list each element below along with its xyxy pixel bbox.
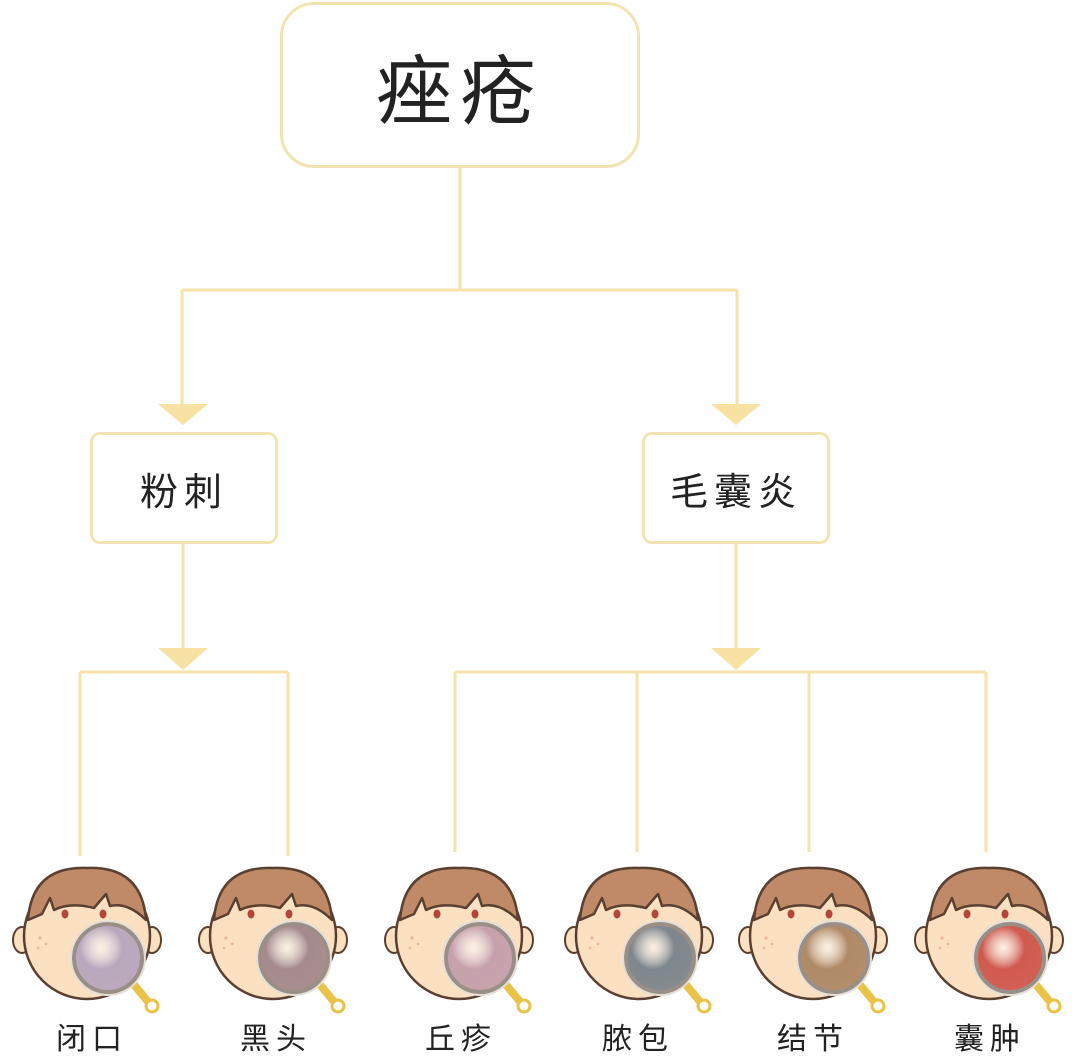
left-eye: [61, 909, 69, 919]
leaf-label-cyst: 囊肿: [954, 1022, 1026, 1057]
right-eye: [825, 909, 833, 919]
left-eye: [787, 909, 795, 919]
magnifier-lens: [444, 922, 516, 994]
magnifier-lens: [974, 922, 1046, 994]
magnifier-lens: [798, 922, 870, 994]
lens-handle-end: [870, 998, 886, 1014]
face-illustration: [198, 866, 348, 1014]
right-eye: [285, 909, 293, 919]
hair: [212, 866, 334, 922]
lens-rim: [256, 920, 332, 996]
left-eye: [433, 909, 441, 919]
right-eye: [651, 909, 659, 919]
lens-rim: [972, 920, 1048, 996]
hair: [578, 866, 700, 922]
lens-rim: [796, 920, 872, 996]
hair: [752, 866, 874, 922]
hair: [928, 866, 1050, 922]
branch-node-comedones: 粉刺: [90, 432, 278, 544]
face-illustration: [564, 866, 714, 1014]
root-label: 痤疮: [376, 47, 544, 136]
face-illustration: [384, 866, 534, 1014]
right-eye: [1001, 909, 1009, 919]
hair: [398, 866, 520, 922]
magnifier-lens: [624, 922, 696, 994]
branch-label: 粉刺: [139, 469, 228, 514]
arrowhead-branch-1-leaves: [158, 648, 208, 670]
left-eye: [613, 909, 621, 919]
leaf-label-nodule: 结节: [777, 1022, 849, 1057]
left-eye: [963, 909, 971, 919]
leaf-label-blackhead: 黑头: [240, 1022, 312, 1057]
leaf-label-pustule: 脓包: [602, 1022, 674, 1057]
magnifier-lens: [258, 922, 330, 994]
branch-node-folliculitis: 毛囊炎: [642, 432, 830, 544]
branch-label: 毛囊炎: [669, 469, 802, 514]
leaf-label-closed-comedo: 闭口: [56, 1022, 128, 1057]
lens-rim: [442, 920, 518, 996]
right-eye: [99, 909, 107, 919]
arrowhead-to-branch-1: [158, 404, 208, 425]
magnifier-lens: [72, 922, 144, 994]
lens-rim: [622, 920, 698, 996]
face-illustration: [12, 866, 162, 1014]
arrowhead-branch-2-leaves: [711, 648, 761, 670]
face-illustration: [738, 866, 888, 1014]
arrowhead-to-branch-2: [711, 404, 761, 425]
lens-rim: [70, 920, 146, 996]
leaf-label-papule: 丘疹: [425, 1022, 497, 1057]
lens-handle-end: [516, 998, 532, 1014]
lens-handle-end: [696, 998, 712, 1014]
hair: [26, 866, 148, 922]
lens-handle-end: [330, 998, 346, 1014]
face-illustration: [914, 866, 1064, 1014]
right-eye: [471, 909, 479, 919]
left-eye: [247, 909, 255, 919]
lens-handle-end: [144, 998, 160, 1014]
root-node: 痤疮: [280, 2, 640, 168]
lens-handle-end: [1046, 998, 1062, 1014]
